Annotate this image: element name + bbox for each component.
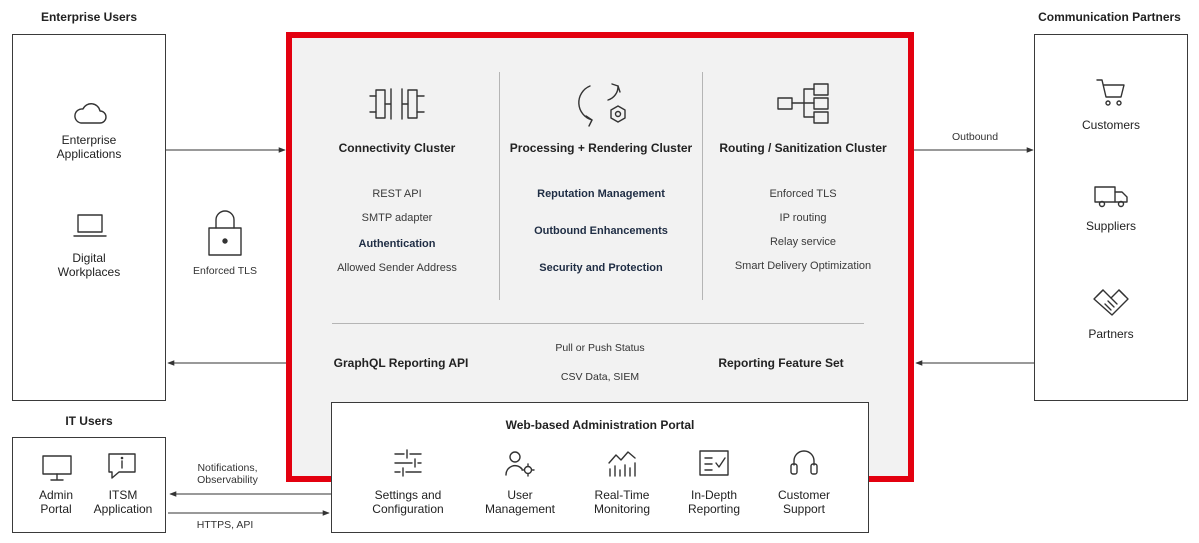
admin-portal-title: Web-based Administration Portal bbox=[505, 418, 695, 432]
outbound-label: Outbound bbox=[951, 131, 999, 143]
shopping-cart-icon bbox=[1096, 79, 1125, 106]
routing-item: Smart Delivery Optimization bbox=[734, 260, 872, 272]
cluster-divider-2 bbox=[702, 72, 703, 300]
it-users-heading: IT Users bbox=[65, 414, 113, 428]
headset-icon bbox=[790, 450, 818, 475]
graphql-reporting-api: GraphQL Reporting API bbox=[333, 356, 469, 370]
suppliers-label: Suppliers bbox=[1085, 219, 1137, 233]
admin-portal-box: Web-based Administration Portal Settings… bbox=[331, 402, 869, 533]
processing-item: Outbound Enhancements bbox=[534, 225, 668, 237]
connectivity-item: REST API bbox=[372, 188, 422, 200]
cluster-divider-1 bbox=[499, 72, 500, 300]
info-window-icon bbox=[108, 453, 136, 479]
communication-partners-heading: Communication Partners bbox=[1038, 10, 1181, 24]
https-api-label: HTTPS, API bbox=[196, 519, 254, 531]
checklist-icon bbox=[699, 450, 729, 476]
connectivity-cluster-title: Connectivity Cluster bbox=[338, 141, 456, 155]
laptop-icon bbox=[73, 214, 107, 237]
cloud-icon bbox=[74, 103, 107, 124]
routing-item: IP routing bbox=[779, 212, 827, 224]
routing-cluster-title: Routing / Sanitization Cluster bbox=[719, 141, 887, 155]
processing-cluster-title: Processing + Rendering Cluster bbox=[509, 141, 693, 155]
chart-icon bbox=[608, 451, 636, 477]
routing-item: Enforced TLS bbox=[769, 188, 837, 200]
routing-tree-icon bbox=[777, 83, 829, 124]
user-gear-icon bbox=[505, 451, 535, 477]
communication-partners-box: Customers Suppliers Partners bbox=[1034, 34, 1188, 401]
lock-icon bbox=[208, 210, 242, 256]
csv-siem-label: CSV Data, SIEM bbox=[560, 371, 640, 383]
routing-item: Relay service bbox=[769, 236, 837, 248]
connectivity-item: Authentication bbox=[358, 238, 436, 250]
processing-item: Security and Protection bbox=[539, 262, 663, 274]
monitor-icon bbox=[42, 455, 72, 481]
connectivity-item: Allowed Sender Address bbox=[337, 262, 457, 274]
enforced-tls-label: Enforced TLS bbox=[192, 265, 257, 277]
notifications-label: Notifications,Observability bbox=[197, 462, 258, 486]
enterprise-users-heading: Enterprise Users bbox=[40, 10, 138, 24]
reporting-divider bbox=[332, 323, 864, 324]
partners-label: Partners bbox=[1088, 327, 1134, 341]
processing-item: Reputation Management bbox=[537, 188, 665, 200]
sliders-icon bbox=[394, 449, 422, 477]
connector-plug-icon bbox=[369, 88, 425, 120]
reporting-feature-set: Reporting Feature Set bbox=[718, 356, 844, 370]
pull-push-status-label: Pull or Push Status bbox=[555, 342, 645, 354]
process-cycle-icon bbox=[578, 83, 626, 127]
connectivity-item: SMTP adapter bbox=[361, 212, 433, 224]
handshake-icon bbox=[1093, 289, 1129, 316]
delivery-truck-icon bbox=[1094, 186, 1128, 208]
customers-label: Customers bbox=[1081, 118, 1140, 132]
